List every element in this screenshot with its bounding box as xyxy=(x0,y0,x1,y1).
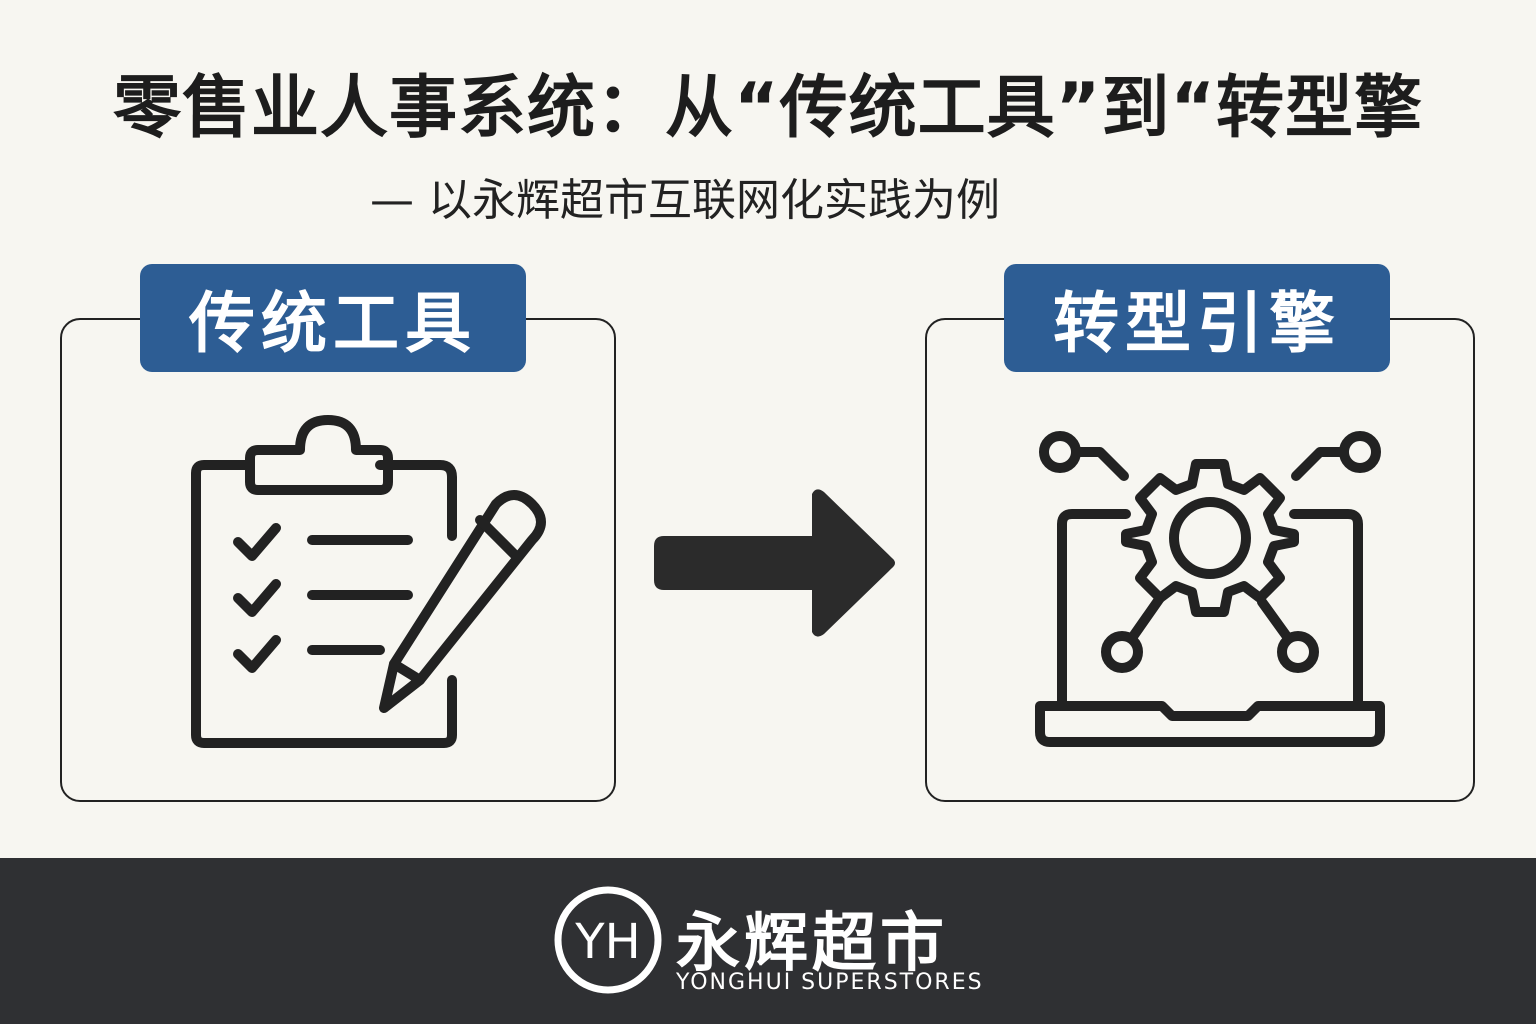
traditional-tools-badge: 传统工具 xyxy=(140,264,526,372)
clipboard-checklist-pencil-icon xyxy=(191,415,546,748)
page-subtitle: — 以永辉超市互联网化实践为例 xyxy=(370,175,1000,226)
yonghui-logo-mark: YH xyxy=(554,886,662,994)
brand-name-chinese: 永辉超市 xyxy=(676,907,948,981)
footer-bar xyxy=(0,858,1536,1024)
transformation-engine-badge: 转型引擎 xyxy=(1004,264,1390,372)
svg-text:YH: YH xyxy=(574,914,640,970)
laptop-gear-network-icon xyxy=(1035,431,1385,747)
brand-name-english: YONGHUI SUPERSTORES xyxy=(676,970,984,995)
page-title: 零售业人事系统：从“传统工具”到“转型擎 xyxy=(112,69,1424,148)
arrow-right-icon xyxy=(654,489,895,637)
